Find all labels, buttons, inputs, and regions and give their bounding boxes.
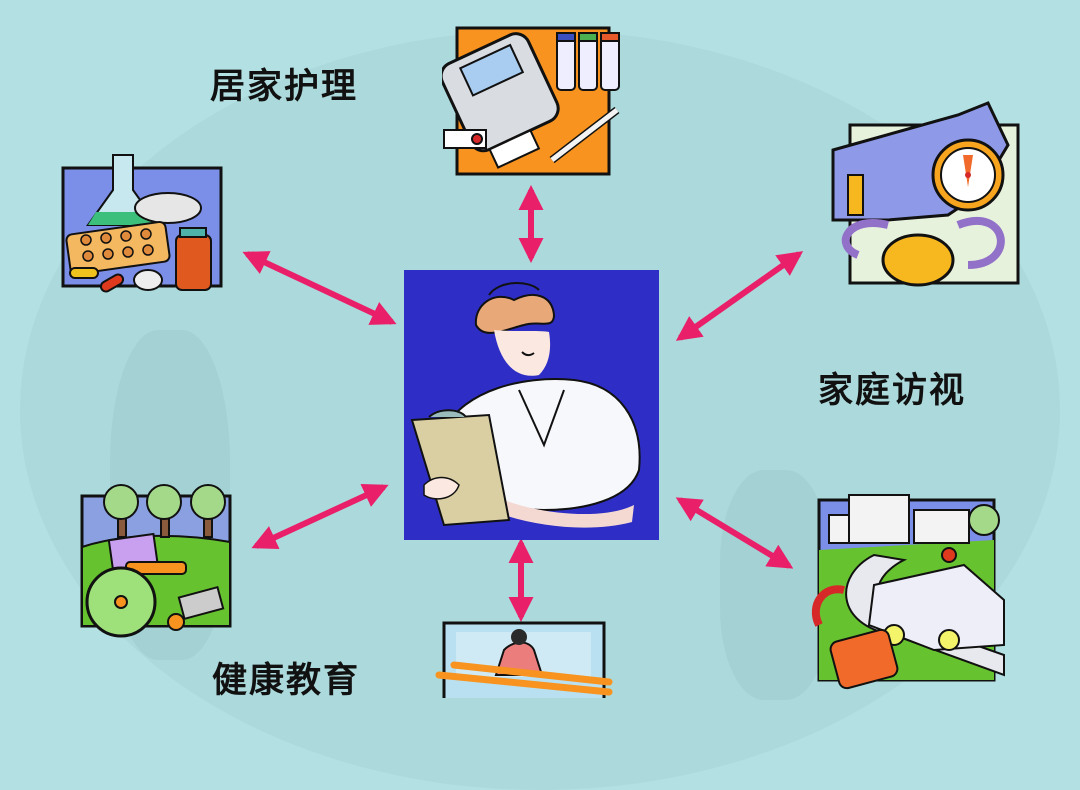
glucose-meter-icon (442, 26, 620, 176)
arrow-bottom-right (675, 497, 794, 569)
label-health-education: 健康教育 (212, 660, 361, 701)
wheelchair-icon (80, 484, 232, 638)
ambulance-icon (811, 494, 1005, 690)
arrow-bottom-left (251, 483, 389, 550)
node-ambulance-phone (804, 485, 1014, 695)
node-blood-glucose-meter (442, 25, 632, 177)
medicine-icon (61, 154, 223, 293)
label-home-care: 居家护理 (210, 66, 359, 107)
nurse-icon (410, 282, 641, 528)
node-blood-pressure-monitor (828, 95, 1023, 290)
node-medicines (58, 150, 228, 295)
center-nurse-image (404, 270, 659, 540)
rehab-icon (435, 621, 613, 698)
node-rehab-parallel-bars (434, 620, 614, 698)
connector-arrows (242, 184, 804, 623)
arrow-top-left (242, 251, 397, 325)
blood-pressure-icon (831, 101, 1020, 287)
arrow-top-right (675, 251, 804, 341)
label-home-visit: 家庭访视 (818, 370, 967, 411)
node-wheelchair-park (76, 482, 241, 642)
